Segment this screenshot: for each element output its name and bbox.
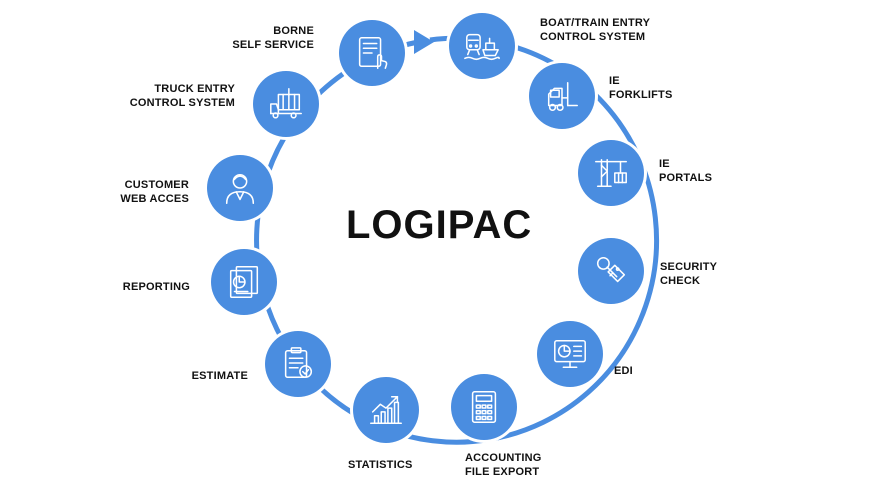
label-boat-train: BOAT/TRAIN ENTRY CONTROL SYSTEM (540, 17, 651, 43)
crane-icon (595, 158, 627, 188)
report-documents-icon (229, 266, 259, 298)
node-security-check (578, 238, 644, 304)
kiosk-touch-icon (358, 37, 388, 69)
node-customer (207, 155, 273, 221)
label-edi: EDI (614, 365, 633, 377)
user-icon (225, 173, 255, 204)
node-edi (537, 321, 603, 387)
node-accounting (451, 374, 517, 440)
cycle-arrow-head (414, 30, 434, 54)
label-borne: BORNE SELF SERVICE (232, 25, 314, 51)
forklift-icon (547, 81, 578, 112)
node-reporting (211, 249, 277, 315)
label-forklifts: IE FORKLIFTS (609, 75, 673, 101)
clipboard-check-icon (284, 347, 313, 379)
node-truck (253, 71, 319, 137)
key-tag-icon (596, 256, 626, 283)
truck-container-icon (270, 88, 302, 119)
node-statistics (353, 377, 419, 443)
node-forklifts (529, 63, 595, 129)
node-portals (578, 140, 644, 206)
label-statistics: STATISTICS (348, 459, 413, 471)
calculator-icon (471, 391, 497, 423)
node-estimate (265, 331, 331, 397)
boat-train-icon (464, 33, 500, 61)
node-borne (339, 20, 405, 86)
node-boat-train (449, 13, 515, 79)
label-customer: CUSTOMER WEB ACCES (120, 179, 189, 205)
label-accounting: ACCOUNTING FILE EXPORT (465, 452, 542, 478)
label-security-check: SECURITY CHECK (660, 261, 718, 287)
diagram-title: LOGIPAC (346, 203, 533, 247)
label-truck: TRUCK ENTRY CONTROL SYSTEM (129, 83, 235, 109)
label-portals: IE PORTALS (659, 158, 713, 184)
monitor-chart-icon (554, 339, 586, 369)
label-reporting: REPORTING (122, 281, 190, 293)
label-estimate: ESTIMATE (191, 370, 248, 382)
growth-chart-icon (370, 395, 402, 425)
